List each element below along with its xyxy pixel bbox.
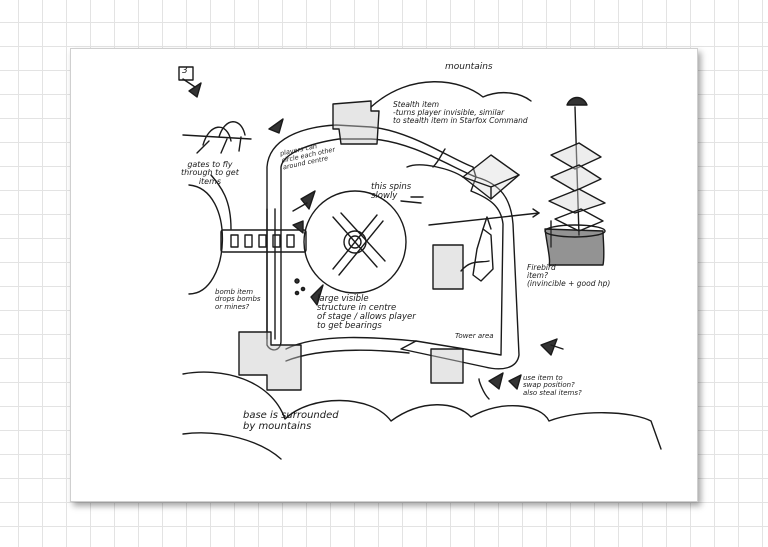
label-this-spins: this spins slowly bbox=[371, 182, 412, 201]
label-stealth-item: Stealth item -turns player invisible, si… bbox=[393, 100, 528, 125]
ship-icon-3 bbox=[293, 191, 315, 211]
label-large-structure: large visible structure in centre of sta… bbox=[317, 294, 416, 331]
center-structure bbox=[304, 191, 406, 293]
ship-icon-1 bbox=[183, 79, 201, 97]
tower-top bbox=[333, 101, 379, 144]
firebird-icon bbox=[473, 229, 493, 281]
tower-left bbox=[239, 332, 301, 390]
label-page-number: 3 bbox=[182, 66, 188, 76]
label-mountains-top: mountains bbox=[445, 62, 493, 72]
mountain-left bbox=[189, 185, 222, 294]
ship-icon-7 bbox=[489, 373, 503, 389]
sketch-page: mountains Stealth item -turns player inv… bbox=[70, 48, 698, 502]
bridge bbox=[221, 230, 306, 252]
label-tower-area: Tower area bbox=[455, 332, 494, 340]
ship-icon-6 bbox=[541, 339, 563, 355]
ship-icon-4 bbox=[293, 221, 303, 233]
tower-right bbox=[433, 245, 463, 289]
tower-bottom bbox=[431, 349, 463, 383]
page-number-box bbox=[179, 67, 193, 80]
label-gates: gates to fly through to get items bbox=[181, 160, 239, 186]
label-base-surrounded: base is surrounded by mountains bbox=[243, 410, 339, 432]
label-bomb-item: bomb item drops bombs or mines? bbox=[215, 288, 261, 311]
mountains-top bbox=[371, 82, 531, 107]
label-firebird: Firebird item? (invincible + good hp) bbox=[527, 263, 611, 288]
spire-tower bbox=[545, 98, 605, 266]
level-layout-sketch bbox=[71, 49, 697, 501]
gates bbox=[183, 122, 251, 153]
label-use-item: use item to swap position? also steal it… bbox=[523, 374, 582, 397]
ship-icon-5 bbox=[311, 285, 323, 305]
ship-icon-2 bbox=[269, 119, 283, 133]
ship-icon-8 bbox=[509, 375, 521, 389]
mountains-bottom bbox=[183, 372, 661, 449]
